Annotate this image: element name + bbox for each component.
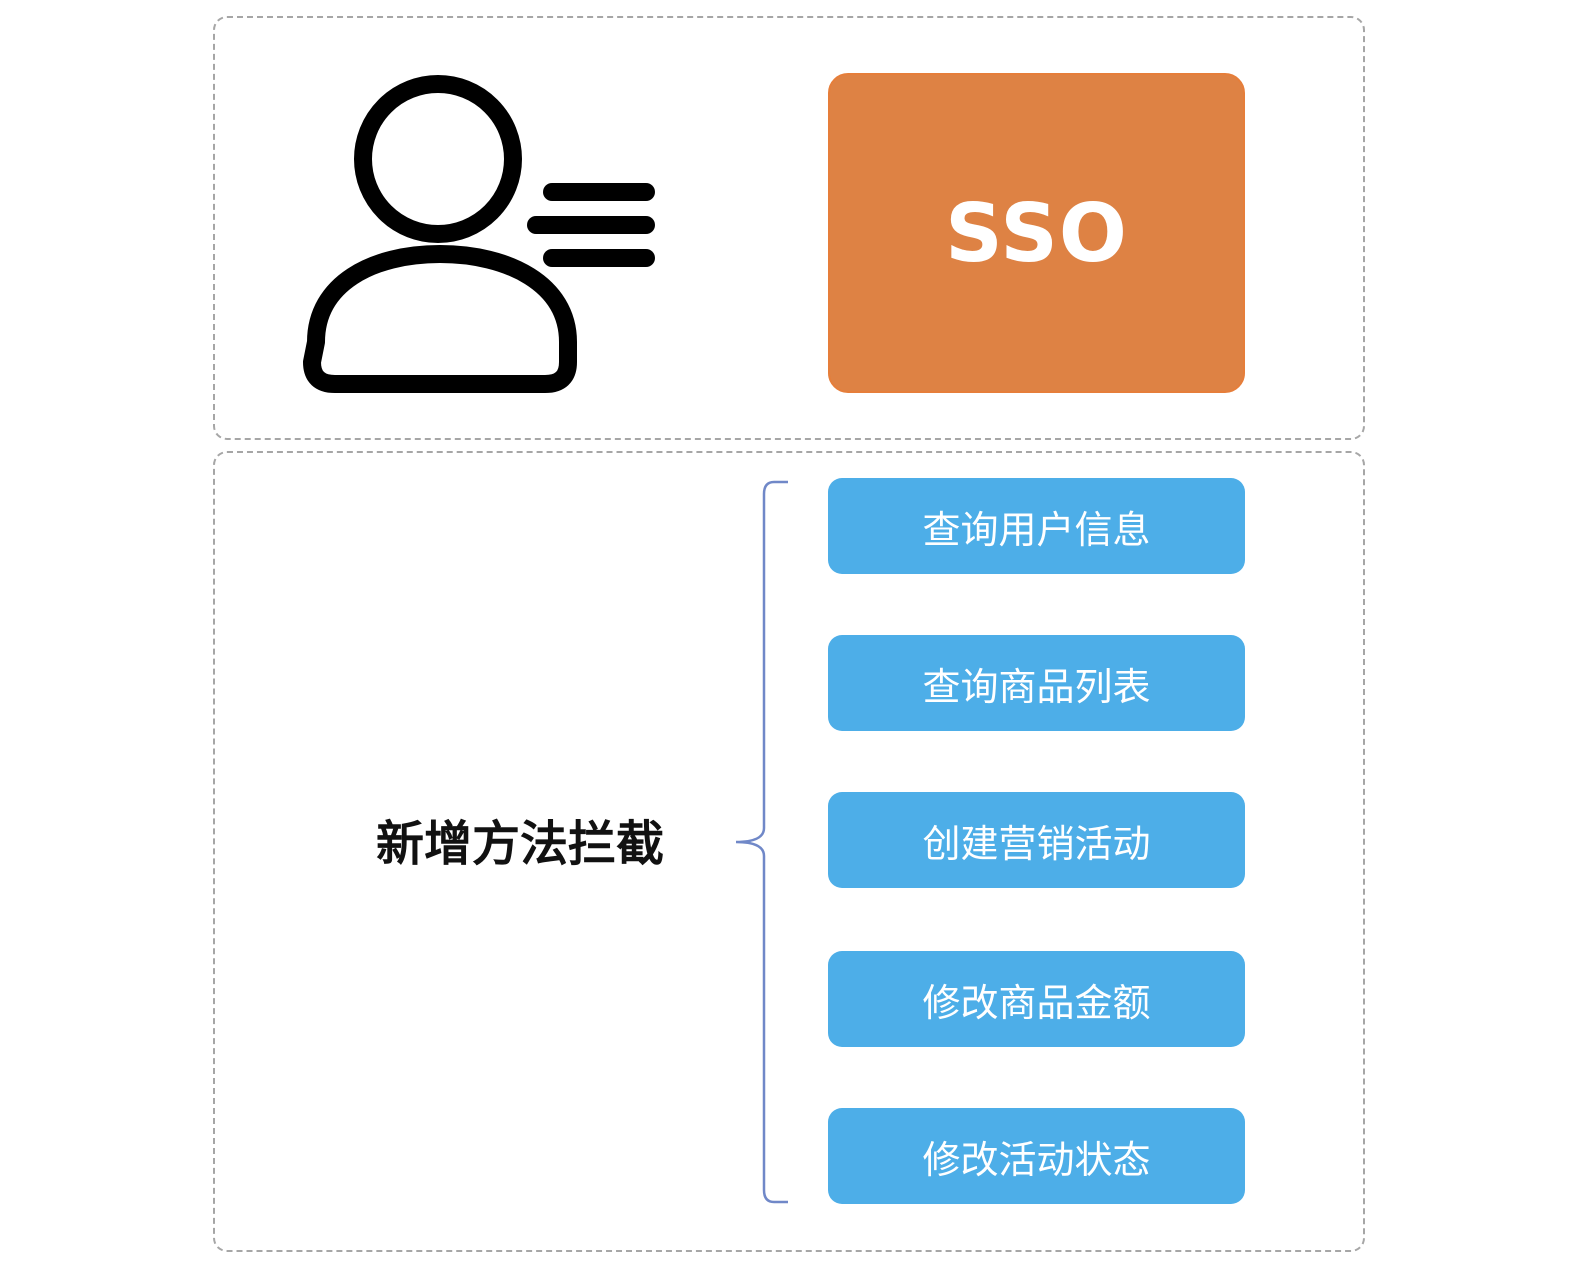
brace-connector <box>735 480 788 1204</box>
sso-label: SSO <box>945 186 1128 280</box>
method-item-query-product-list: 查询商品列表 <box>828 635 1245 731</box>
method-item-query-user-info: 查询用户信息 <box>828 478 1245 574</box>
sso-box: SSO <box>828 73 1245 393</box>
intercept-title: 新增方法拦截 <box>375 816 664 872</box>
method-item-create-campaign: 创建营销活动 <box>828 792 1245 888</box>
method-label: 修改商品金额 <box>922 980 1151 1025</box>
method-label: 创建营销活动 <box>922 821 1151 866</box>
method-label: 查询用户信息 <box>922 507 1151 552</box>
method-label: 查询商品列表 <box>922 664 1151 709</box>
user-list-icon <box>303 75 655 393</box>
method-item-modify-product-price: 修改商品金额 <box>828 951 1245 1047</box>
method-label: 修改活动状态 <box>922 1137 1151 1182</box>
method-item-modify-campaign-status: 修改活动状态 <box>828 1108 1245 1204</box>
